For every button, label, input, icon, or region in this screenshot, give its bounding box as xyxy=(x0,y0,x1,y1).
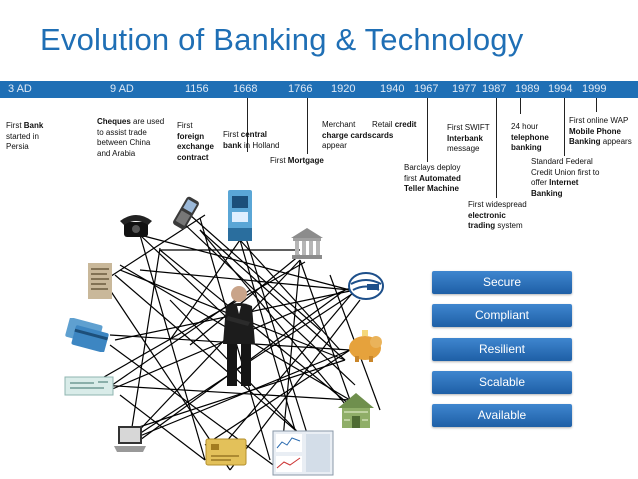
event-text: system xyxy=(495,221,523,230)
year-label: 1668 xyxy=(233,83,258,95)
event-keyword: Internet Banking xyxy=(531,178,579,198)
timeline-connector xyxy=(247,98,248,152)
businessman-icon xyxy=(223,286,255,386)
year-label: 1987 xyxy=(482,83,507,95)
event-text: First xyxy=(6,121,24,130)
timeline-event: Retail credit cards xyxy=(372,120,418,141)
year-label: 3 AD xyxy=(8,83,32,95)
timeline-event: First SWIFT Interbank message xyxy=(447,123,493,155)
gold-card-icon xyxy=(205,438,247,466)
laptop-icon xyxy=(114,426,146,452)
year-label: 1989 xyxy=(515,83,540,95)
quality-button-compliant[interactable]: Compliant xyxy=(432,304,572,327)
timeline-connector xyxy=(564,98,565,156)
timeline-event: First widespread electronic trading syst… xyxy=(468,200,528,232)
timeline-event: Barclays deploy first Automated Teller M… xyxy=(404,163,466,195)
year-label: 1920 xyxy=(331,83,356,95)
timeline-event: First Bank started in Persia xyxy=(6,121,54,153)
quality-button-available[interactable]: Available xyxy=(432,404,572,427)
event-keyword: foreign exchange contract xyxy=(177,131,214,162)
timeline-event: Merchant charge cards appear xyxy=(322,120,374,152)
event-keyword: Automated Teller Machine xyxy=(404,173,461,194)
timeline-connector xyxy=(307,98,308,154)
year-label: 1766 xyxy=(288,83,313,95)
event-keyword: Bank xyxy=(23,121,44,130)
event-text: in Holland xyxy=(241,140,280,150)
quality-button-secure[interactable]: Secure xyxy=(432,271,572,294)
event-text: First xyxy=(270,156,288,165)
house-of-money-icon xyxy=(338,393,374,428)
scroll-document-icon xyxy=(88,263,112,299)
timeline-bar xyxy=(0,81,638,98)
event-text: First widespread xyxy=(468,200,527,209)
event-text: First xyxy=(223,130,241,139)
event-text: Merchant xyxy=(322,120,356,129)
year-label: 1977 xyxy=(452,83,477,95)
event-keyword: central xyxy=(240,130,268,139)
atm-icon xyxy=(228,190,252,241)
timeline-connector xyxy=(596,98,597,112)
globe-logo-icon xyxy=(348,272,384,300)
quality-button-scalable[interactable]: Scalable xyxy=(432,371,572,394)
timeline-connector xyxy=(520,98,521,114)
event-text: First online WAP xyxy=(569,116,629,125)
event-text: First SWIFT xyxy=(447,123,490,132)
timeline-event: First online WAP Mobile Phone Banking ap… xyxy=(569,116,637,148)
page-title: Evolution of Banking & Technology xyxy=(40,22,524,57)
event-text: are used to assist trade between China a… xyxy=(97,117,165,158)
event-text: message xyxy=(447,144,480,153)
event-keyword: Cheques xyxy=(97,117,131,126)
event-keyword: credit cards xyxy=(372,120,417,140)
timeline-connector xyxy=(427,98,428,162)
year-label: 1940 xyxy=(380,83,405,95)
event-keyword: electronic trading xyxy=(468,210,506,231)
event-text: Retail xyxy=(372,120,395,129)
timeline-event: First central bank in Holland xyxy=(223,130,283,151)
event-keyword: Interbank xyxy=(447,133,484,143)
timeline-connector xyxy=(496,98,497,198)
event-keyword: Mobile Phone Banking xyxy=(569,126,621,147)
year-label: 1994 xyxy=(548,83,573,95)
event-keyword: Mortgage xyxy=(287,156,324,165)
bank-building-icon xyxy=(291,228,323,259)
timeline-event: First foreign exchange contract xyxy=(177,121,219,163)
event-text: appears xyxy=(600,137,632,146)
year-label: 1156 xyxy=(185,83,209,95)
event-text: First xyxy=(177,121,193,130)
piggy-bank-icon xyxy=(349,330,382,362)
mobile-phone-icon xyxy=(173,196,199,230)
trading-screen-icon xyxy=(272,430,334,476)
event-keyword: bank xyxy=(223,140,242,150)
event-text: Barclays deploy first xyxy=(404,163,461,183)
event-text: appear xyxy=(322,141,347,150)
event-keyword: telephone banking xyxy=(511,132,549,153)
event-keyword: charge cards xyxy=(322,130,372,140)
credit-cards-icon xyxy=(65,318,109,352)
timeline-event: First Mortgage xyxy=(270,156,340,167)
quality-button-resilient[interactable]: Resilient xyxy=(432,338,572,361)
event-text: started in Persia xyxy=(6,131,39,152)
cheque-icon xyxy=(64,376,114,396)
event-text: 24 hour xyxy=(511,122,539,131)
year-label: 9 AD xyxy=(110,83,134,95)
timeline-event: Standard Federal Credit Union first to o… xyxy=(531,157,605,199)
timeline-event: 24 hour telephone banking xyxy=(511,122,557,154)
event-text: Standard Federal Credit Union first to o… xyxy=(531,157,600,187)
year-label: 1967 xyxy=(414,83,439,95)
timeline-event: Cheques are used to assist trade between… xyxy=(97,117,165,159)
telephone-icon xyxy=(120,215,152,237)
year-label: 1999 xyxy=(582,83,607,95)
